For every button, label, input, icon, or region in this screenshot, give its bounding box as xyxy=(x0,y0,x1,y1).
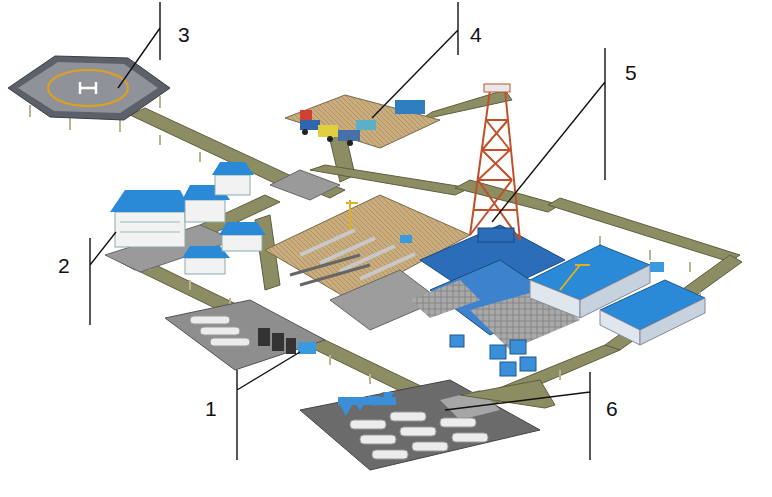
callout-number: 6 xyxy=(606,398,618,419)
callout-number: 3 xyxy=(178,24,190,45)
callout-number: 2 xyxy=(58,255,70,276)
callout-number: 5 xyxy=(625,62,637,83)
callout-number: 4 xyxy=(470,24,482,45)
callout-number: 1 xyxy=(205,398,217,419)
